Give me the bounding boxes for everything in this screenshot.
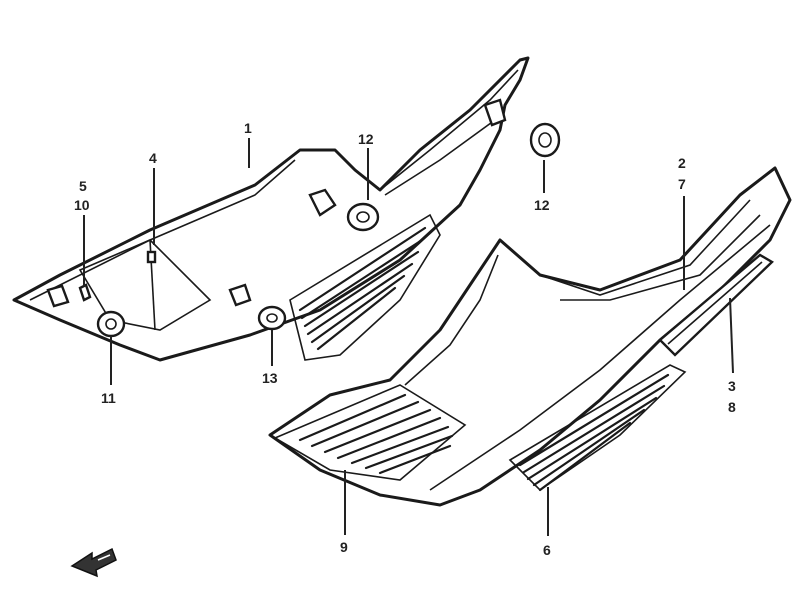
callout-5: 5 [79, 178, 87, 194]
callout-12-upper: 12 [358, 131, 374, 147]
callout-labels: 1 4 5 10 12 12 2 7 3 8 11 13 9 6 [74, 120, 736, 558]
rear-grille-slats [518, 373, 670, 492]
front-grille-slats [298, 393, 454, 475]
callout-8: 8 [728, 399, 736, 415]
left-cover-grille-slats [298, 226, 427, 351]
callout-6: 6 [543, 542, 551, 558]
grommet-12-lower [346, 202, 380, 232]
callout-4: 4 [149, 150, 157, 166]
callout-9: 9 [340, 539, 348, 555]
callout-1: 1 [244, 120, 252, 136]
left-side-cover [12, 56, 530, 362]
leader-lines [83, 138, 734, 536]
callout-7: 7 [678, 176, 686, 192]
callout-12-lower: 12 [534, 197, 550, 213]
callout-11: 11 [101, 390, 116, 406]
callout-13: 13 [262, 370, 278, 386]
grommet-12-upper [529, 122, 561, 158]
right-side-cover [268, 166, 792, 507]
front-direction-arrow-icon [70, 547, 117, 578]
callout-3: 3 [728, 378, 736, 394]
grommet-11 [96, 310, 126, 338]
callout-2: 2 [678, 155, 686, 171]
callout-10: 10 [74, 197, 90, 213]
grommet-13 [257, 305, 287, 331]
